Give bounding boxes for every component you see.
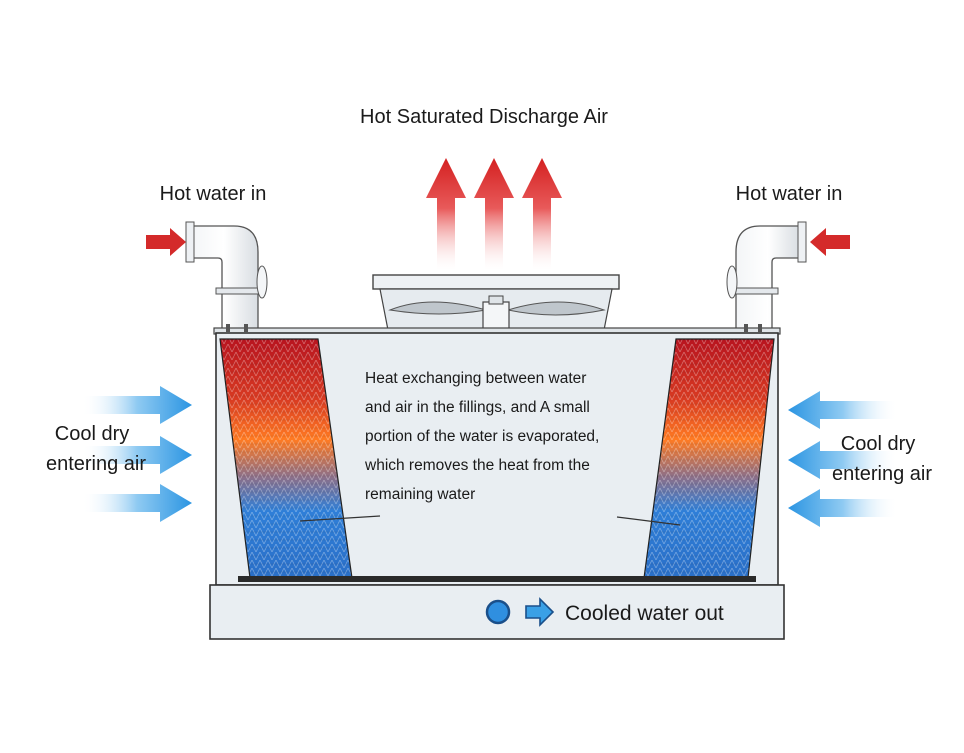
fan-motor xyxy=(482,301,510,331)
leader-line-left xyxy=(299,515,381,522)
cool-air-arrow-icon xyxy=(788,441,898,479)
inlet-pipe-left xyxy=(185,221,268,331)
fill-description-line: Heat exchanging between water xyxy=(365,370,586,387)
fill-description-line: remaining water xyxy=(365,486,475,503)
fill-description-line: which removes the heat from the xyxy=(364,457,590,474)
discharge-arrow-icon xyxy=(426,158,466,270)
discharge-air-label: Hot Saturated Discharge Air xyxy=(360,106,608,128)
discharge-arrow-icon xyxy=(474,158,514,270)
hot-water-arrow-right-icon xyxy=(810,228,850,256)
fan-blade-right xyxy=(506,301,606,316)
cool-air-left-label-line1: Cool dry xyxy=(55,423,129,445)
cool-air-arrows-left xyxy=(82,386,192,522)
discharge-arrow-icon xyxy=(522,158,562,270)
tower-body xyxy=(213,324,781,586)
cool-air-right-label-line2: entering air xyxy=(832,463,932,485)
blue-circle-icon xyxy=(485,599,511,625)
fill-description-line: and air in the fillings, and A small xyxy=(365,399,590,416)
hot-water-arrow-left-icon xyxy=(146,228,186,256)
hot-water-in-right-label: Hot water in xyxy=(736,183,843,205)
cool-air-left-label-line2: entering air xyxy=(46,453,146,475)
arrow-right-icon xyxy=(525,597,555,627)
cooled-water-out-label: Cooled water out xyxy=(565,602,724,625)
hot-water-in-left-label: Hot water in xyxy=(160,183,267,205)
inlet-pipe-right xyxy=(726,221,807,331)
cool-air-arrow-icon xyxy=(82,386,192,424)
cool-air-arrows-right xyxy=(788,391,898,527)
fill-description: Heat exchanging between water and air in… xyxy=(364,370,599,503)
leader-line-right xyxy=(616,516,681,526)
cool-air-arrow-icon xyxy=(82,484,192,522)
fill-description-line: portion of the water is evaporated, xyxy=(365,428,599,445)
cool-air-right-label-line1: Cool dry xyxy=(841,433,915,455)
discharge-arrows xyxy=(426,158,562,270)
cool-air-arrow-icon xyxy=(788,391,898,429)
cool-air-arrow-icon xyxy=(82,436,192,474)
cool-air-arrow-icon xyxy=(788,489,898,527)
fan-housing xyxy=(372,274,620,331)
